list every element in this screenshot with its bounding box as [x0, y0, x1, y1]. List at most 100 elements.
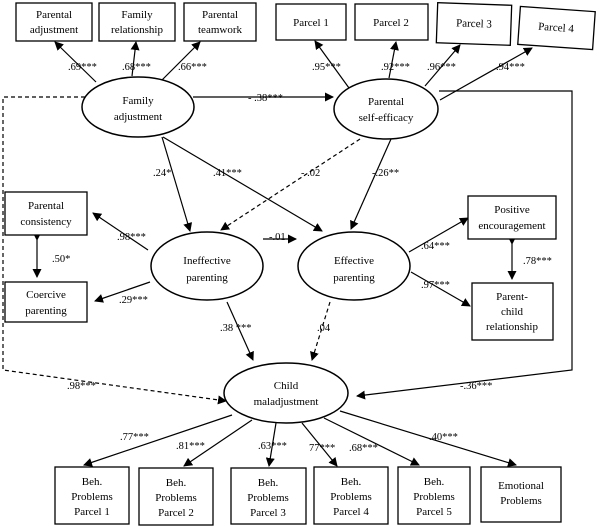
- coef-child-beh-4: 77***: [309, 443, 335, 454]
- label-parental-consistency-1: Parental: [28, 200, 64, 212]
- label-positive-encouragement-1: Positive: [494, 204, 530, 216]
- coef-fa-to-child: .98***: [67, 381, 96, 392]
- label-parcel-4: Parcel 4: [538, 21, 575, 35]
- label-parcel-3: Parcel 3: [456, 17, 493, 30]
- edge-ineffective-consistency: [92, 212, 149, 251]
- label-parent-child-relationship-2: child: [501, 306, 523, 318]
- label-parental-adjustment-1: Parental: [36, 9, 72, 21]
- coef-pse-parcel-4: .94***: [496, 62, 525, 73]
- box-beh-problems-parcel-4: [313, 466, 389, 525]
- latent-ineffective-parenting: [150, 231, 264, 301]
- coef-child-beh-1: .77***: [120, 432, 149, 443]
- label-ineffective-parenting-2: parenting: [186, 272, 228, 284]
- coef-pse-parcel-3: .96***: [427, 62, 456, 73]
- label-family-adjustment-1: Family: [122, 95, 154, 107]
- label-beh-4-c: Parcel 4: [333, 506, 369, 518]
- label-beh-3-b: Problems: [247, 492, 289, 504]
- label-beh-2-a: Beh.: [166, 477, 187, 489]
- box-parcel-4: [517, 5, 596, 51]
- label-beh-1-a: Beh.: [82, 476, 103, 488]
- label-parcel-2: Parcel 2: [373, 17, 409, 29]
- coef-ineffective-coercive: .29***: [119, 295, 148, 306]
- label-beh-2-c: Parcel 2: [158, 507, 194, 519]
- edge-child-beh-4: [301, 422, 338, 467]
- label-parental-teamwork-2: teamwork: [198, 24, 242, 36]
- coef-effective-to-child: .04: [317, 323, 331, 334]
- coef-fa-family-relationship: .68***: [122, 62, 151, 73]
- coef-effective-encouragement: .64***: [421, 241, 450, 252]
- edge-child-beh-1: [83, 414, 233, 467]
- box-parcel-3: [435, 2, 513, 46]
- label-parental-self-efficacy-2: self-efficacy: [359, 112, 414, 124]
- label-family-relationship-2: relationship: [111, 24, 163, 36]
- coef-ineffective-to-child: .38 ***: [220, 323, 252, 334]
- label-family-adjustment-2: adjustment: [114, 111, 162, 123]
- edge-child-emotional: [339, 410, 517, 467]
- coef-pse-parcel-2: .92***: [381, 62, 410, 73]
- label-parent-child-relationship-3: relationship: [486, 321, 538, 333]
- box-family-relationship: [98, 2, 176, 42]
- edge-child-beh-5: [323, 417, 420, 466]
- label-parental-adjustment-2: adjustment: [30, 24, 78, 36]
- coef-fa-to-effective: .41***: [213, 168, 242, 179]
- edge-fa-to-child: [2, 96, 227, 405]
- label-beh-4-a: Beh.: [341, 476, 362, 488]
- coef-effective-relationship: .97***: [421, 280, 450, 291]
- coef-pse-to-child: -.36***: [460, 381, 492, 392]
- label-beh-3-c: Parcel 3: [250, 507, 286, 519]
- box-parental-teamwork: [183, 2, 257, 42]
- label-ineffective-parenting-1: Ineffective: [183, 255, 231, 267]
- coef-child-beh-5: .68***: [349, 443, 378, 454]
- label-beh-2-b: Problems: [155, 492, 197, 504]
- label-coercive-parenting-2: parenting: [25, 305, 67, 317]
- label-beh-5-c: Parcel 5: [416, 506, 452, 518]
- edge-effective-relationship: [410, 271, 471, 307]
- label-beh-4-b: Problems: [330, 491, 372, 503]
- coef-fa-to-pse: - .38***: [248, 93, 283, 104]
- edge-child-beh-3: [265, 422, 277, 467]
- box-emotional-problems: [480, 466, 562, 523]
- label-effective-parenting-1: Effective: [334, 255, 374, 267]
- edge-pse-parcel-1: [314, 40, 350, 89]
- label-parental-self-efficacy-1: Parental: [368, 96, 404, 108]
- edge-effective-encouragement: [408, 217, 469, 253]
- label-parent-child-relationship-1: Parent-: [496, 291, 528, 303]
- label-parental-teamwork-1: Parental: [202, 9, 238, 21]
- label-positive-encouragement-2: encouragement: [478, 220, 545, 232]
- edge-fa-to-ineffective: [161, 136, 193, 232]
- edge-effective-to-child: [310, 301, 331, 361]
- edge-fa-to-effective: [162, 136, 323, 232]
- edge-fa-parental-teamwork: [157, 41, 201, 85]
- coef-child-beh-2: .81***: [176, 441, 205, 452]
- box-parental-adjustment: [15, 2, 93, 42]
- box-beh-problems-parcel-2: [138, 467, 214, 526]
- edge-pse-to-child: [356, 90, 573, 400]
- label-beh-1-c: Parcel 1: [74, 506, 110, 518]
- box-beh-problems-parcel-5: [397, 466, 471, 525]
- label-emotional-problems-1: Emotional: [498, 480, 544, 492]
- latent-effective-parenting: [297, 231, 411, 301]
- coef-pse-to-effective: -.26**: [372, 168, 399, 179]
- coef-encouragement-relationship: .78***: [523, 256, 552, 267]
- box-parent-child-relationship: [471, 282, 554, 341]
- box-parcel-1: [275, 3, 347, 41]
- label-child-maladjustment-1: Child: [274, 380, 299, 392]
- latent-parental-self-efficacy: [333, 78, 439, 140]
- edge-pse-parcel-4: [439, 47, 533, 101]
- coef-child-emotional: .40***: [429, 432, 458, 443]
- box-positive-encouragement: [467, 195, 557, 240]
- box-parcel-2: [354, 3, 429, 41]
- label-beh-5-b: Problems: [413, 491, 455, 503]
- coef-fa-to-ineffective: .24*: [153, 168, 171, 179]
- coef-pse-parcel-1: .95***: [312, 62, 341, 73]
- latent-child-maladjustment: [223, 362, 349, 424]
- label-family-relationship-1: Family: [121, 9, 153, 21]
- coef-ineffective-consistency: .98***: [117, 232, 146, 243]
- edge-fa-family-relationship: [130, 41, 140, 77]
- edge-pse-parcel-2: [388, 41, 399, 79]
- label-beh-5-a: Beh.: [424, 476, 445, 488]
- box-beh-problems-parcel-3: [230, 467, 307, 525]
- edge-fa-parental-adjustment: [54, 41, 97, 83]
- coef-child-beh-3: .63***: [258, 441, 287, 452]
